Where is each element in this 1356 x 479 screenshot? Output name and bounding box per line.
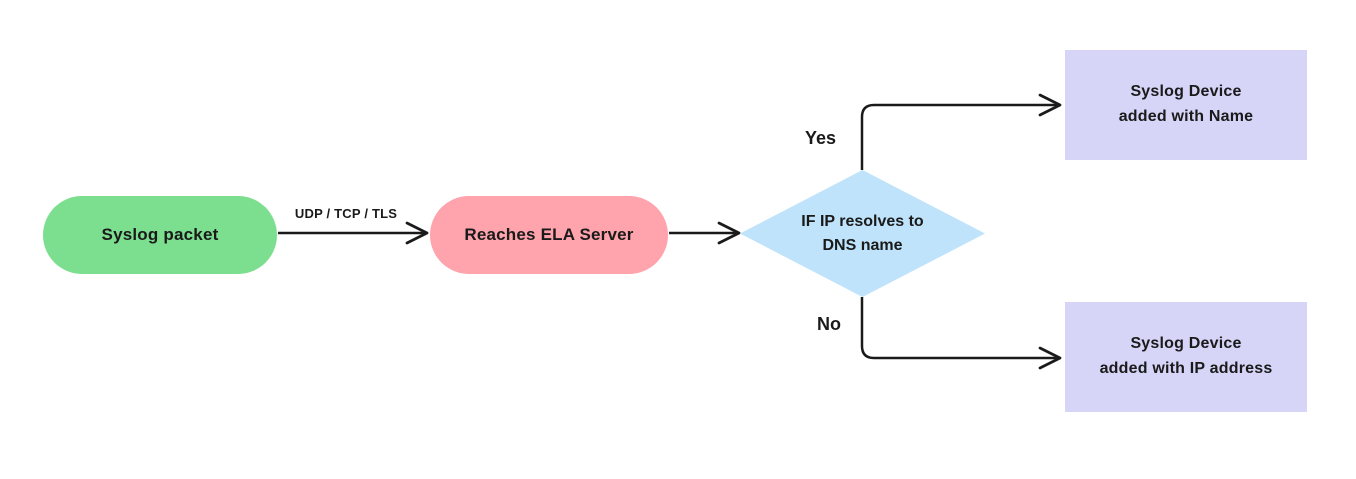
node-added-with-ip: Syslog Device added with IP address	[1065, 302, 1307, 412]
node-syslog-packet: Syslog packet	[43, 196, 277, 274]
node-syslog-packet-label: Syslog packet	[101, 225, 219, 244]
node-added-with-name-label: Syslog Device added with Name	[1118, 83, 1254, 125]
node-added-with-ip-label: Syslog Device added with IP address	[1099, 335, 1273, 377]
edge-decision-yes	[860, 93, 1062, 170]
edge-label-no: No	[817, 314, 841, 334]
edge-label-yes: Yes	[805, 128, 837, 148]
node-reaches-ela-server-label: Reaches ELA Server	[464, 225, 634, 244]
node-reaches-ela-server: Reaches ELA Server	[430, 196, 668, 274]
node-added-with-name: Syslog Device added with Name	[1065, 50, 1307, 160]
edge-label-transport: UDP / TCP / TLS	[294, 206, 398, 221]
node-decision-label: IF IP resolves to DNS name	[801, 212, 924, 254]
edge-decision-no	[860, 297, 1062, 370]
